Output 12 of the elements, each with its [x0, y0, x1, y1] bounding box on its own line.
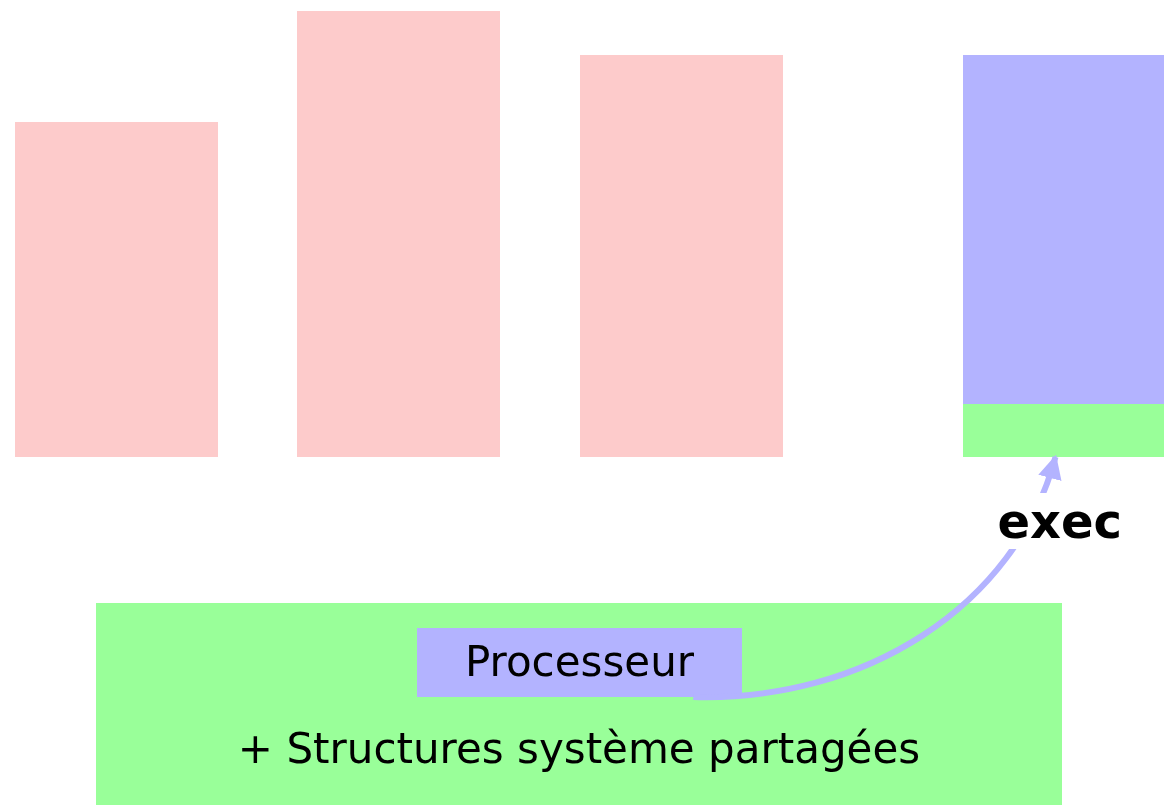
- memory-block: [580, 404, 783, 457]
- memory-block: [297, 11, 500, 404]
- memory-block: [297, 404, 500, 457]
- memory-block: [15, 404, 218, 457]
- node-label: + Structures système partagées: [237, 723, 921, 775]
- shared-structures-box: [96, 603, 1062, 805]
- memory-block: [963, 55, 1164, 404]
- memory-block: [580, 55, 783, 404]
- memory-block: [963, 404, 1164, 457]
- memory-block: [15, 122, 218, 404]
- node-label: Processeur: [464, 636, 695, 688]
- processor-box: [417, 628, 742, 697]
